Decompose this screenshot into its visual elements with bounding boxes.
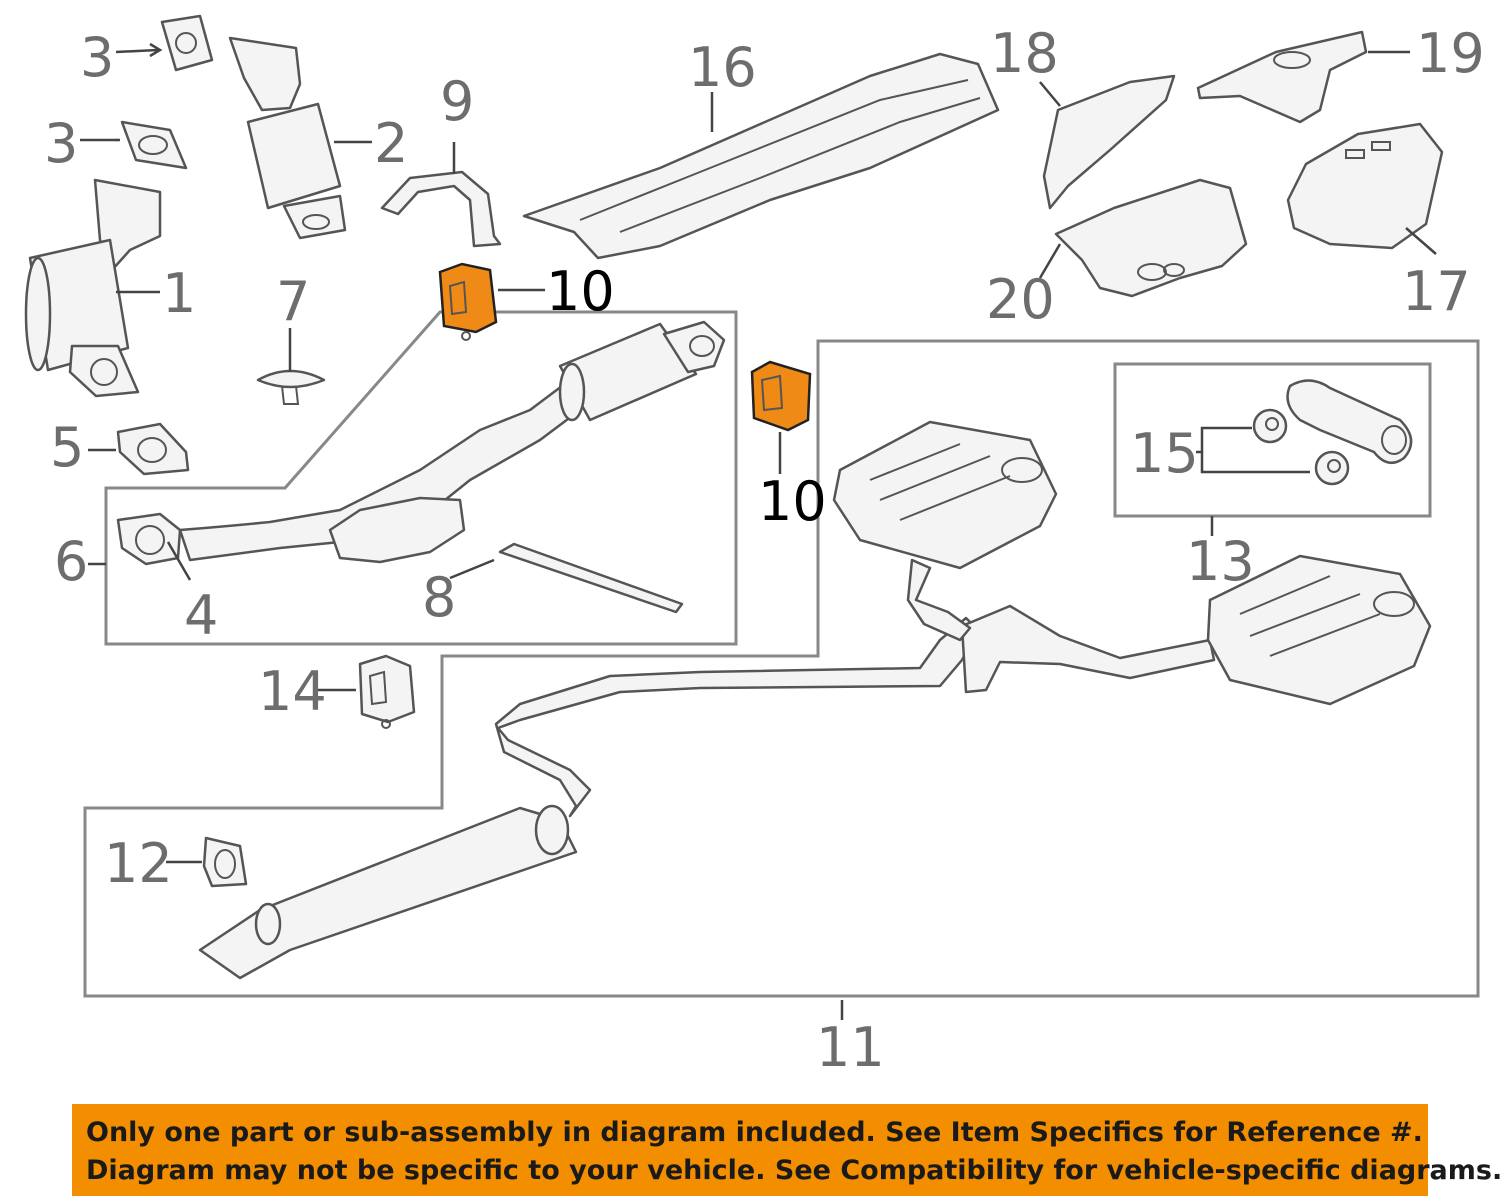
rubber-hanger-10-right[interactable] bbox=[750, 360, 812, 432]
callout-11: 11 bbox=[816, 1016, 885, 1079]
catalytic-converter-1[interactable] bbox=[24, 178, 162, 398]
callout-4: 4 bbox=[184, 584, 218, 647]
callout-3b: 3 bbox=[44, 112, 78, 175]
callout-10-top: 10 bbox=[546, 260, 615, 323]
gasket-3-lower[interactable] bbox=[120, 120, 188, 170]
heat-shield-20[interactable] bbox=[1054, 178, 1248, 298]
disclaimer-line-2: Diagram may not be specific to your vehi… bbox=[86, 1155, 1500, 1186]
callout-2: 2 bbox=[374, 112, 408, 175]
callout-15: 15 bbox=[1130, 422, 1199, 485]
exhaust-system-11[interactable] bbox=[198, 420, 1432, 980]
support-strap-8[interactable] bbox=[498, 542, 684, 614]
group-box-6 bbox=[104, 310, 738, 646]
disclaimer-line-1: Only one part or sub-assembly in diagram… bbox=[86, 1117, 1423, 1148]
clamp-7[interactable] bbox=[256, 369, 326, 405]
callout-5: 5 bbox=[50, 416, 84, 479]
bracket-9[interactable] bbox=[380, 170, 502, 248]
front-pipe-assembly-6[interactable] bbox=[116, 320, 726, 566]
insulator-15-upper[interactable] bbox=[1252, 408, 1288, 444]
rubber-hanger-14[interactable] bbox=[358, 654, 416, 729]
callout-17: 17 bbox=[1402, 260, 1471, 323]
heat-shield-19[interactable] bbox=[1196, 30, 1368, 124]
callout-16: 16 bbox=[688, 36, 757, 99]
rubber-hanger-10-left[interactable] bbox=[438, 262, 498, 341]
leader-lines bbox=[80, 42, 1437, 1020]
gasket-12[interactable] bbox=[202, 836, 248, 888]
callout-10-right: 10 bbox=[758, 470, 827, 533]
disclaimer-banner: Only one part or sub-assembly in diagram… bbox=[72, 1104, 1500, 1196]
heat-shield-16[interactable] bbox=[522, 52, 1000, 260]
callout-12: 12 bbox=[104, 832, 173, 895]
callout-7: 7 bbox=[276, 270, 310, 333]
callout-14: 14 bbox=[258, 660, 327, 723]
callout-19: 19 bbox=[1416, 22, 1485, 85]
callout-6: 6 bbox=[54, 530, 88, 593]
group-box-11 bbox=[83, 339, 1480, 998]
heat-shield-17[interactable] bbox=[1286, 122, 1444, 250]
callout-20: 20 bbox=[986, 268, 1055, 331]
gasket-3-top[interactable] bbox=[160, 14, 214, 72]
callout-9: 9 bbox=[440, 70, 474, 133]
heat-shield-18[interactable] bbox=[1042, 74, 1176, 210]
exhaust-parts-diagram: 3 3 2 1 5 7 9 10 10 16 18 19 20 17 6 4 8… bbox=[24, 14, 1485, 1079]
exhaust-tip-13[interactable] bbox=[1286, 379, 1413, 465]
callout-8: 8 bbox=[422, 566, 456, 629]
callout-13: 13 bbox=[1186, 530, 1255, 593]
callout-1: 1 bbox=[162, 262, 196, 325]
catalytic-converter-2[interactable] bbox=[228, 36, 347, 240]
callout-18: 18 bbox=[990, 22, 1059, 85]
insulator-15-lower[interactable] bbox=[1314, 450, 1350, 486]
group-box-13 bbox=[1113, 362, 1432, 518]
gasket-5[interactable] bbox=[116, 422, 190, 476]
callout-3a: 3 bbox=[80, 26, 114, 89]
